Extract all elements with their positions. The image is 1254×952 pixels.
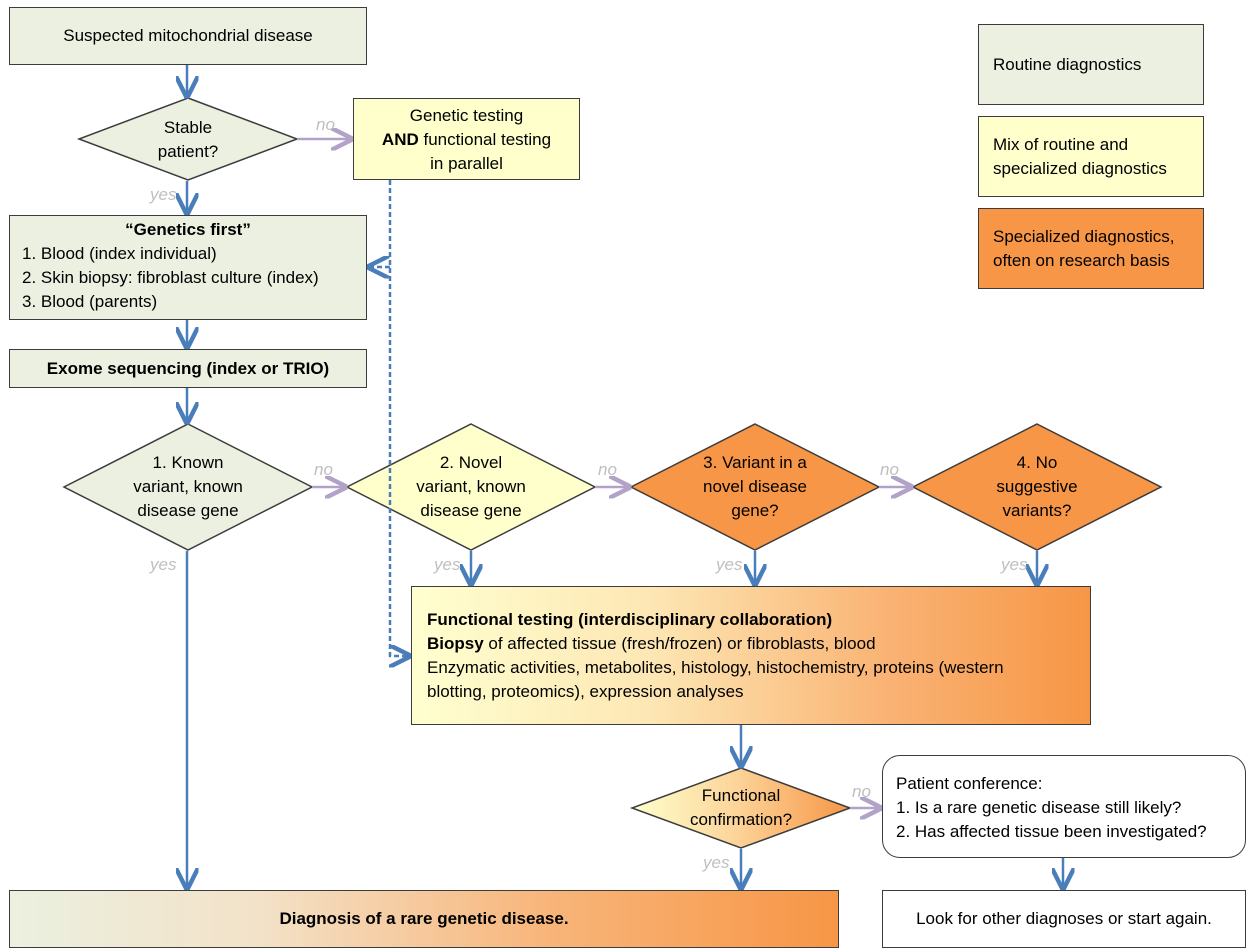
functional-line4: blotting, proteomics), expression analys… bbox=[427, 682, 744, 701]
start-node-label: Suspected mitochondrial disease bbox=[63, 26, 313, 45]
functional-biopsy-bold: Biopsy bbox=[427, 634, 484, 653]
conference-item: 2. Has affected tissue been investigated… bbox=[896, 822, 1207, 841]
parallel-line2-rest: functional testing bbox=[418, 130, 552, 149]
stable-line2: patient? bbox=[157, 142, 219, 161]
d1-line: variant, known bbox=[133, 477, 243, 496]
d3-line: gene? bbox=[731, 501, 779, 520]
genetics-first-title: “Genetics first” bbox=[125, 220, 251, 239]
legend-mix-label: Mix of routine and specialized diagnosti… bbox=[993, 134, 1167, 178]
d4-line: 4. No bbox=[1016, 453, 1058, 472]
no-variants-label: 4. No suggestive variants? bbox=[962, 451, 1112, 523]
confirm-line: Functional bbox=[701, 786, 781, 805]
conference-item: 1. Is a rare genetic disease still likel… bbox=[896, 798, 1182, 817]
no-variants-diamond bbox=[911, 423, 1163, 551]
parallel-line2: AND functional testing bbox=[354, 128, 579, 152]
patient-conference-node: Patient conference: 1. Is a rare genetic… bbox=[882, 755, 1246, 858]
other-diagnoses-node: Look for other diagnoses or start again. bbox=[882, 890, 1246, 948]
functional-testing-node: Functional testing (interdisciplinary co… bbox=[411, 586, 1091, 725]
novel-variant-diamond bbox=[345, 423, 597, 551]
dashed-parallel-connector bbox=[388, 180, 409, 656]
label-no: no bbox=[314, 460, 333, 479]
start-node: Suspected mitochondrial disease bbox=[9, 7, 367, 65]
exome-label: Exome sequencing (index or TRIO) bbox=[46, 358, 330, 378]
functional-line3: Enzymatic activities, metabolites, histo… bbox=[427, 658, 1004, 677]
d4-line: variants? bbox=[1002, 501, 1072, 520]
label-no: no bbox=[852, 782, 871, 801]
label-no: no bbox=[316, 115, 335, 134]
d3-line: 3. Variant in a bbox=[703, 453, 807, 472]
diagnosis-label: Diagnosis of a rare genetic disease. bbox=[279, 909, 569, 928]
genetics-first-item: 3. Blood (parents) bbox=[22, 292, 158, 311]
d1-line: disease gene bbox=[137, 501, 239, 520]
parallel-and: AND bbox=[381, 130, 419, 149]
novel-gene-diamond bbox=[629, 423, 881, 551]
label-yes: yes bbox=[149, 185, 177, 204]
legend-routine-label: Routine diagnostics bbox=[993, 54, 1142, 74]
no-arrows bbox=[297, 139, 911, 808]
stable-patient-diamond bbox=[76, 97, 300, 181]
label-yes: yes bbox=[715, 555, 743, 574]
legend-specialized-label: Specialized diagnostics, often on resear… bbox=[993, 226, 1175, 270]
known-variant-diamond bbox=[62, 423, 314, 551]
exome-node: Exome sequencing (index or TRIO) bbox=[9, 349, 367, 388]
parallel-line3: in parallel bbox=[430, 154, 503, 173]
genetics-first-item: 1. Blood (index individual) bbox=[22, 244, 217, 263]
label-yes: yes bbox=[1000, 555, 1028, 574]
functional-biopsy-line: Biopsy of affected tissue (fresh/frozen)… bbox=[427, 632, 1090, 656]
functional-confirmation-diamond bbox=[629, 767, 853, 849]
legend-routine: Routine diagnostics bbox=[978, 24, 1204, 105]
d2-line: variant, known bbox=[416, 477, 526, 496]
label-no: no bbox=[880, 460, 899, 479]
d4-line: suggestive bbox=[996, 477, 1078, 496]
flow-arrows bbox=[187, 65, 1063, 888]
confirm-line: confirmation? bbox=[689, 810, 793, 829]
d2-line: disease gene bbox=[420, 501, 522, 520]
label-no: no bbox=[598, 460, 617, 479]
genetics-first-node: “Genetics first” 1. Blood (index individ… bbox=[9, 215, 367, 320]
parallel-testing-node: Genetic testing AND functional testing i… bbox=[353, 98, 580, 180]
legend-mix: Mix of routine and specialized diagnosti… bbox=[978, 116, 1204, 197]
stable-line1: Stable bbox=[163, 118, 213, 137]
label-yes: yes bbox=[433, 555, 461, 574]
stable-patient-label: Stable patient? bbox=[128, 116, 248, 164]
label-yes: yes bbox=[149, 555, 177, 574]
other-diagnoses-label: Look for other diagnoses or start again. bbox=[916, 909, 1212, 928]
functional-biopsy-rest: of affected tissue (fresh/frozen) or fib… bbox=[483, 634, 876, 653]
d3-line: novel disease bbox=[703, 477, 807, 496]
known-variant-label: 1. Known variant, known disease gene bbox=[113, 451, 263, 523]
conference-title: Patient conference: bbox=[896, 774, 1043, 793]
novel-gene-label: 3. Variant in a novel disease gene? bbox=[680, 451, 830, 523]
functional-confirmation-label: Functional confirmation? bbox=[666, 784, 816, 832]
legend-specialized: Specialized diagnostics, often on resear… bbox=[978, 208, 1204, 289]
d2-line: 2. Novel bbox=[439, 453, 503, 472]
diagnosis-node: Diagnosis of a rare genetic disease. bbox=[9, 890, 839, 948]
label-yes: yes bbox=[702, 853, 730, 872]
functional-title: Functional testing (interdisciplinary co… bbox=[427, 610, 833, 629]
novel-variant-label: 2. Novel variant, known disease gene bbox=[396, 451, 546, 523]
parallel-line1: Genetic testing bbox=[409, 106, 524, 125]
genetics-first-item: 2. Skin biopsy: fibroblast culture (inde… bbox=[22, 268, 319, 287]
d1-line: 1. Known bbox=[152, 453, 224, 472]
